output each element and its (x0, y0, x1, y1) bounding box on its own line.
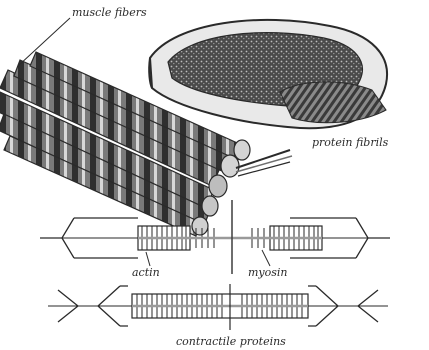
contractile-proteins-label: contractile proteins (176, 335, 286, 348)
muscle-fibers-label: muscle fibers (72, 6, 147, 19)
actin-label: actin (132, 266, 160, 279)
protein-fibrils-label: protein fibrils (312, 136, 389, 149)
sarcomere-contracted (48, 284, 388, 330)
muscle-bundle: muscle fibers protein fibrils (0, 6, 389, 236)
muscle-cross-section (149, 20, 387, 128)
myosin-label: myosin (248, 266, 288, 279)
